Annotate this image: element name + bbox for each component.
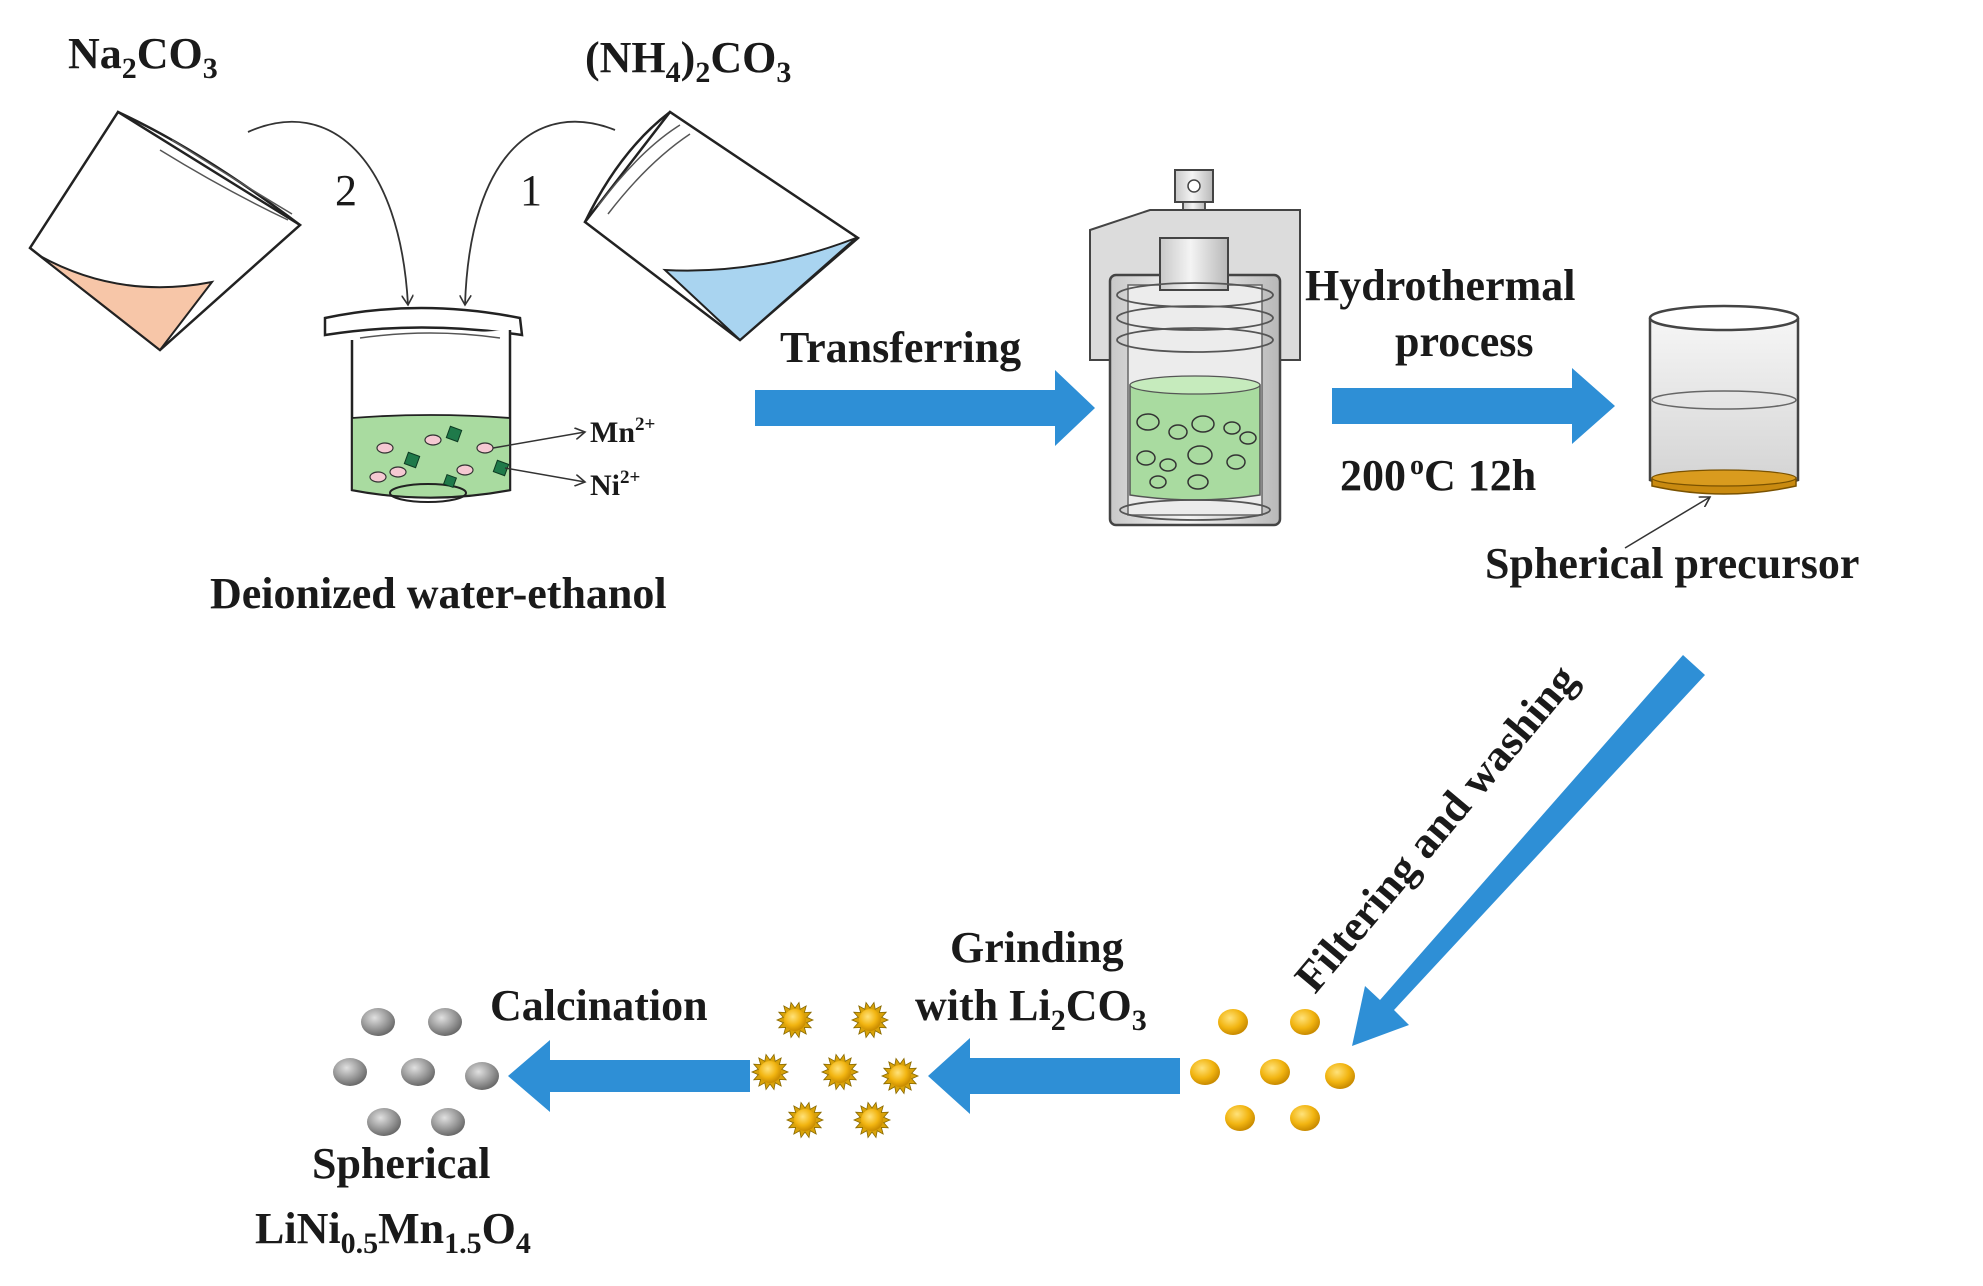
product-label-line1: Spherical xyxy=(312,1139,490,1188)
ni-pointer xyxy=(504,467,585,482)
filtering-arrow xyxy=(1352,655,1705,1046)
mixing-beaker xyxy=(323,306,524,503)
solvent-label: Deionized water-ethanol xyxy=(210,569,667,618)
step-number-2: 2 xyxy=(335,166,357,215)
step-number-1: 1 xyxy=(520,166,542,215)
nh4-2co3-label: (NH4)2CO3 xyxy=(585,33,791,89)
transferring-arrow xyxy=(755,370,1095,446)
pour-arrow-1 xyxy=(465,120,616,305)
ground-particles xyxy=(750,1001,920,1139)
ground-particle xyxy=(889,1065,911,1087)
ground-particle xyxy=(829,1061,851,1083)
ground-particle xyxy=(794,1109,816,1131)
beaker-nh4-2co3 xyxy=(583,110,861,342)
hydrothermal-label-line1: Hydrothermal xyxy=(1305,261,1576,310)
hydrothermal-label-line2: process xyxy=(1395,317,1534,366)
precursor-particles xyxy=(1190,1009,1355,1131)
grinding-label-line2: with Li2CO3 xyxy=(915,981,1147,1037)
product-particles xyxy=(333,1008,499,1136)
product-formula: LiNi0.5Mn1.5O4 xyxy=(255,1204,531,1260)
mn-ion-label: Mn2+ xyxy=(590,414,655,449)
precursor-pointer xyxy=(1624,497,1710,549)
na2co3-label: Na2CO3 xyxy=(68,29,218,85)
ni-ion-label: Ni2+ xyxy=(590,467,640,502)
grinding-label-line1: Grinding xyxy=(950,923,1124,972)
ground-particle xyxy=(861,1109,883,1131)
pour-arrow-2 xyxy=(247,121,408,305)
beaker-na2co3 xyxy=(28,110,303,352)
mn-pointer xyxy=(492,432,585,449)
ground-particle xyxy=(759,1061,781,1083)
transferring-label: Transferring xyxy=(780,323,1021,372)
calcination-label: Calcination xyxy=(490,981,708,1030)
grinding-arrow xyxy=(928,1038,1180,1114)
hydrothermal-arrow xyxy=(1332,368,1615,444)
calcination-arrow xyxy=(508,1040,750,1112)
autoclave xyxy=(1089,169,1301,527)
precursor-label: Spherical precursor xyxy=(1485,539,1859,588)
precursor-jar xyxy=(1648,304,1800,495)
ground-particle xyxy=(859,1009,881,1031)
ground-particle xyxy=(784,1009,806,1031)
